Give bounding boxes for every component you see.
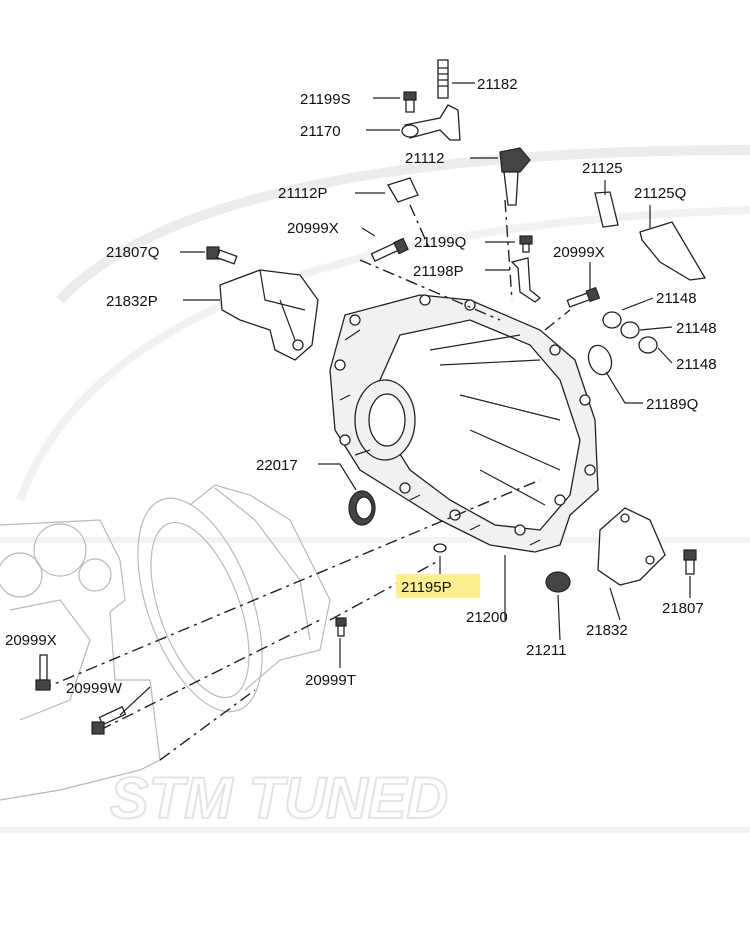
flywheel-housing-ghost — [137, 484, 331, 713]
part-label-21189Q: 21189Q — [646, 396, 698, 413]
engine-block-ghost — [0, 519, 161, 801]
cover-21125Q — [639, 221, 707, 281]
part-label-21170: 21170 — [300, 123, 341, 140]
cap-21112P — [387, 177, 419, 203]
part-label-20999X-left: 20999X — [5, 632, 57, 649]
bolt-20999W — [91, 706, 127, 735]
part-label-21211: 21211 — [526, 642, 567, 659]
watermark-text: STM TUNED — [110, 766, 448, 831]
part-label-21148-b: 21148 — [676, 320, 717, 337]
mount-21832P — [219, 269, 319, 361]
part-label-21195P: 21195P — [401, 579, 452, 596]
bolt-20999T — [335, 617, 347, 637]
part-label-21198P: 21198P — [413, 263, 464, 280]
bolt-20999X-top — [370, 237, 409, 262]
plate-21189Q — [587, 344, 613, 376]
bolt-21807 — [683, 549, 697, 575]
bolt-21199S — [403, 91, 417, 113]
dipstick-21112 — [499, 147, 531, 206]
plug-21211 — [545, 571, 571, 593]
part-label-21199Q: 21199Q — [414, 234, 466, 251]
leader-lines — [119, 82, 691, 716]
part-label-21112: 21112 — [405, 150, 445, 167]
part-label-20999X-top: 20999X — [287, 220, 339, 237]
part-label-21148-c: 21148 — [676, 356, 717, 373]
part-label-21199S: 21199S — [300, 91, 351, 108]
bracket-21170 — [401, 104, 461, 141]
part-label-21200: 21200 — [466, 609, 508, 626]
part-label-21807Q: 21807Q — [106, 244, 159, 261]
bushings-21148 — [602, 311, 658, 354]
part-label-highlight — [396, 574, 480, 598]
part-labels: 21182 21199S 21170 21112 21125 21112P 21… — [5, 76, 717, 697]
part-label-20999T: 20999T — [305, 672, 356, 689]
part-label-20999W: 20999W — [66, 680, 123, 697]
part-label-22017: 22017 — [256, 457, 298, 474]
seal-22017 — [348, 490, 376, 526]
part-label-21807: 21807 — [662, 600, 704, 617]
bolt-21807Q — [206, 246, 238, 265]
watermark-swoosh — [0, 145, 750, 833]
assembly-lines — [39, 199, 571, 761]
bolt-20999X-right — [566, 286, 601, 308]
stud-21182 — [437, 59, 449, 99]
part-label-21125: 21125 — [582, 160, 623, 177]
bracket-21198P — [510, 257, 542, 303]
part-label-21125Q: 21125Q — [634, 185, 686, 202]
bell-housing-21200 — [329, 294, 599, 620]
part-label-21182: 21182 — [477, 76, 518, 93]
oring-21195P — [433, 543, 447, 553]
part-label-21832: 21832 — [586, 622, 628, 639]
plate-21832 — [597, 507, 666, 586]
part-label-20999X-right: 20999X — [553, 244, 605, 261]
bolt-21199Q — [519, 235, 533, 253]
part-label-21148-a: 21148 — [656, 290, 697, 307]
part-label-21112P: 21112P — [278, 185, 328, 202]
part-label-21832P: 21832P — [106, 293, 158, 310]
bolt-20999X-left — [35, 654, 51, 691]
